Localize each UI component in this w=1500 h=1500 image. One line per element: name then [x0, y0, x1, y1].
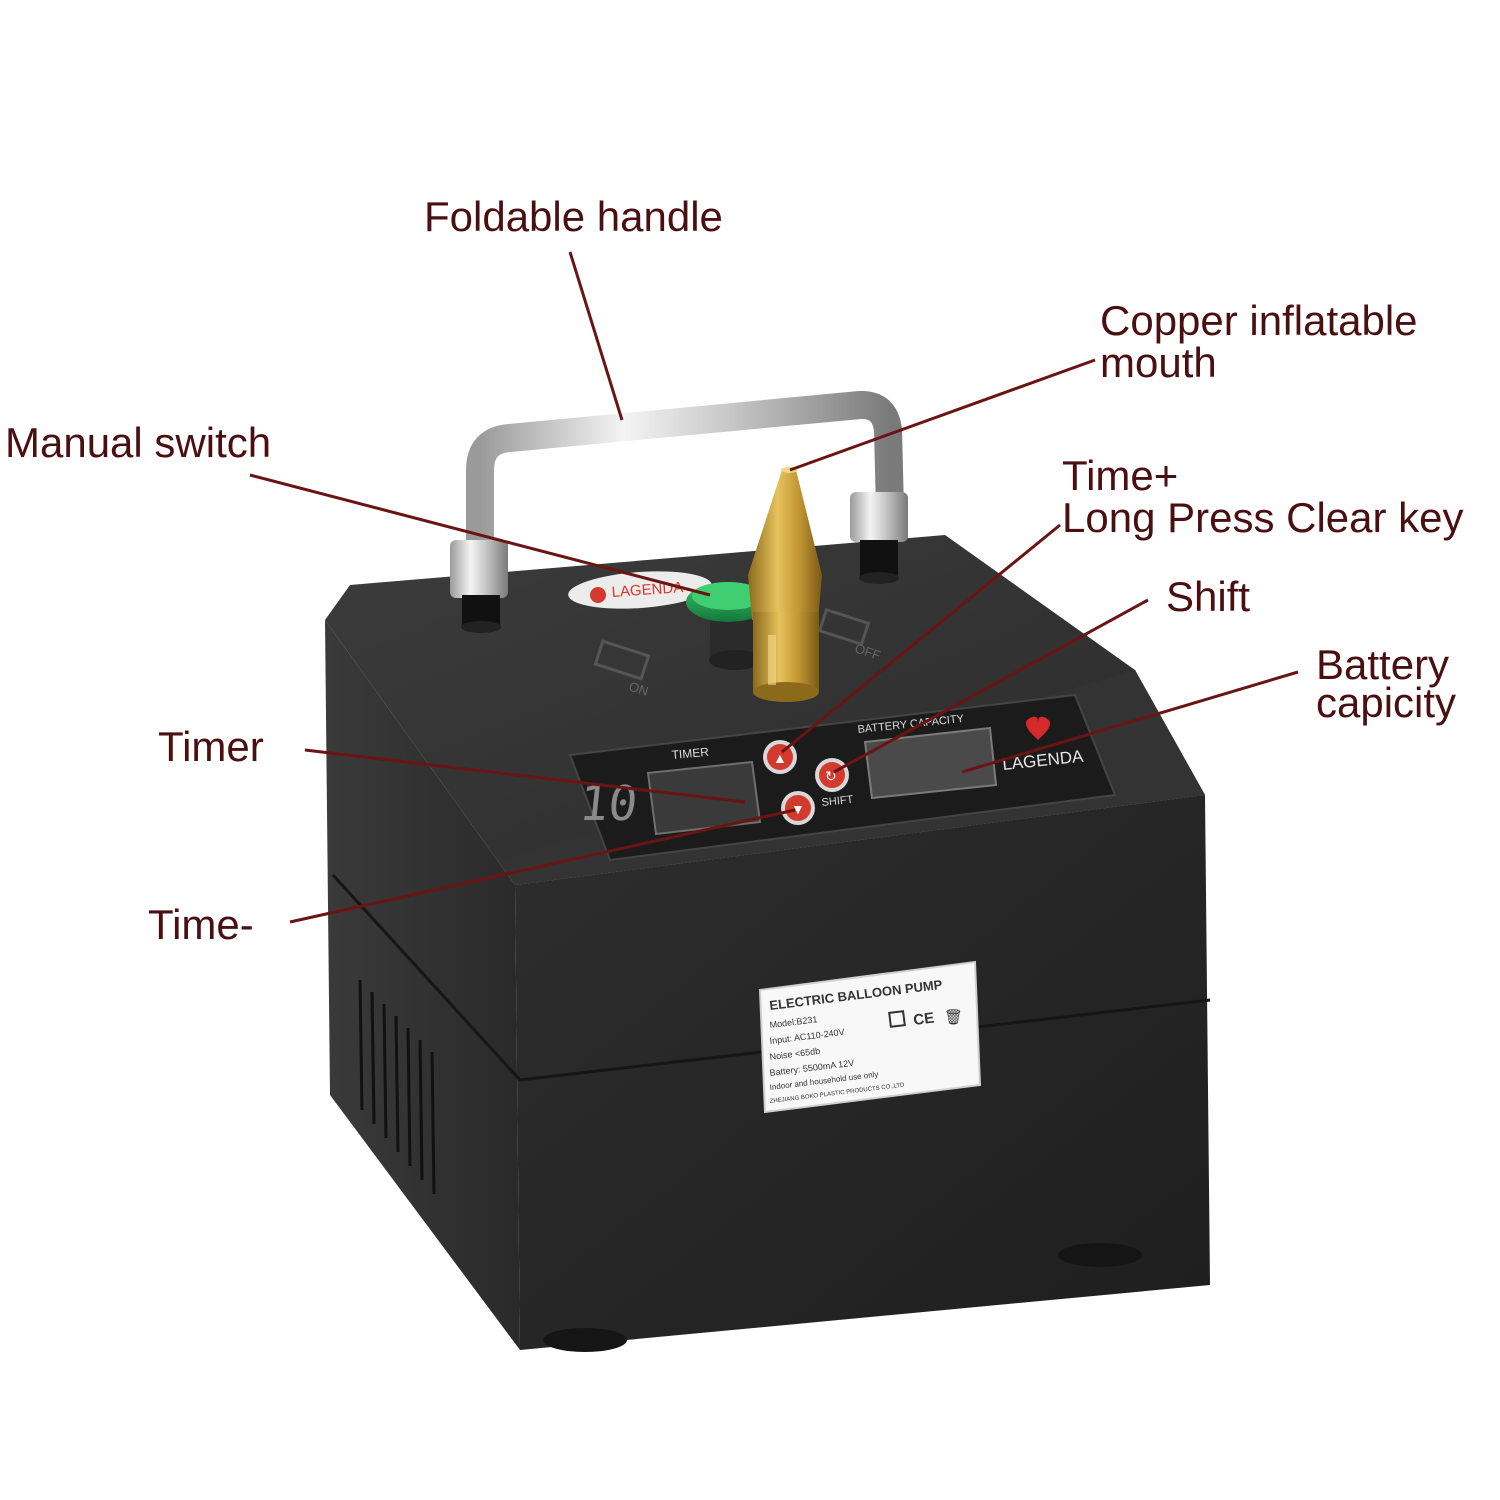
- side-vent: [358, 979, 436, 1195]
- callout-timer-text: Timer: [158, 723, 264, 770]
- callout-foldable-handle-text: Foldable handle: [424, 193, 723, 240]
- callout-manual-switch: Manual switch: [5, 422, 271, 464]
- shift-icon: ↻: [825, 768, 837, 784]
- leader-time-plus: [781, 523, 1061, 754]
- callout-copper-mouth-line-1: Copper inflatable: [1100, 297, 1418, 344]
- leader-time-minus: [289, 808, 796, 924]
- product-label-card: ELECTRIC BALLOON PUMP Model:B231 Input: …: [758, 960, 982, 1114]
- callout-time-plus-line-1: Time+: [1062, 452, 1179, 499]
- callout-battery-line-2: capicity: [1316, 679, 1457, 726]
- callout-manual-switch-text: Manual switch: [5, 419, 272, 466]
- leader-foldable-handle: [568, 251, 624, 421]
- callout-time-plus-line-2: Long Press Clear key: [1062, 494, 1464, 541]
- leader-copper-mouth: [789, 358, 1096, 472]
- svg-text:ON: ON: [627, 679, 650, 699]
- leader-timer: [304, 748, 746, 804]
- certification-mark-icon: [888, 1010, 906, 1028]
- callout-battery: Battery capicity: [1316, 641, 1457, 726]
- callout-copper-mouth-line-2: mouth: [1100, 339, 1217, 386]
- callout-shift: Shift: [1166, 576, 1250, 618]
- time-minus-button[interactable]: ▼: [781, 791, 815, 825]
- manual-switch-button[interactable]: [686, 582, 770, 670]
- top-on-marking: ON: [593, 639, 651, 699]
- callout-time-minus: Time-: [148, 904, 254, 946]
- callout-timer: Timer: [158, 726, 264, 768]
- panel-timer-label: TIMER: [671, 745, 710, 762]
- battery-display: [863, 726, 998, 800]
- brand-logo-icon: [1026, 716, 1050, 740]
- callout-battery-line-1: Battery: [1316, 641, 1450, 688]
- arrow-up-icon: ▲: [773, 750, 787, 766]
- callout-foldable-handle: Foldable handle: [424, 196, 723, 238]
- copper-nozzle-part: [748, 467, 822, 702]
- bin-icon: 🗑: [944, 1009, 963, 1026]
- foldable-handle-part: [450, 391, 908, 633]
- foot-front-right: [1058, 1243, 1142, 1267]
- leader-shift: [833, 598, 1149, 774]
- body-seam: [331, 873, 1211, 1082]
- arrow-down-icon: ▼: [791, 801, 805, 817]
- ce-mark: CE: [912, 1010, 935, 1029]
- callout-time-minus-text: Time-: [148, 901, 254, 948]
- body-left-side: [325, 620, 520, 1350]
- callout-copper-mouth: Copper inflatable mouth: [1100, 300, 1418, 384]
- panel-shift-label: SHIFT: [821, 794, 854, 809]
- leader-manual-switch: [249, 473, 711, 597]
- callout-shift-text: Shift: [1166, 573, 1251, 620]
- shift-button[interactable]: ↻: [815, 758, 849, 792]
- callout-time-plus: Time+ Long Press Clear key: [1062, 455, 1464, 539]
- leader-battery: [961, 670, 1299, 774]
- foot-front-left: [543, 1328, 627, 1352]
- leader-lines: [249, 251, 1299, 924]
- pump-body: 10 TIMER BATTERY CAPACITY SHIFT LAGENDA …: [325, 535, 1211, 1352]
